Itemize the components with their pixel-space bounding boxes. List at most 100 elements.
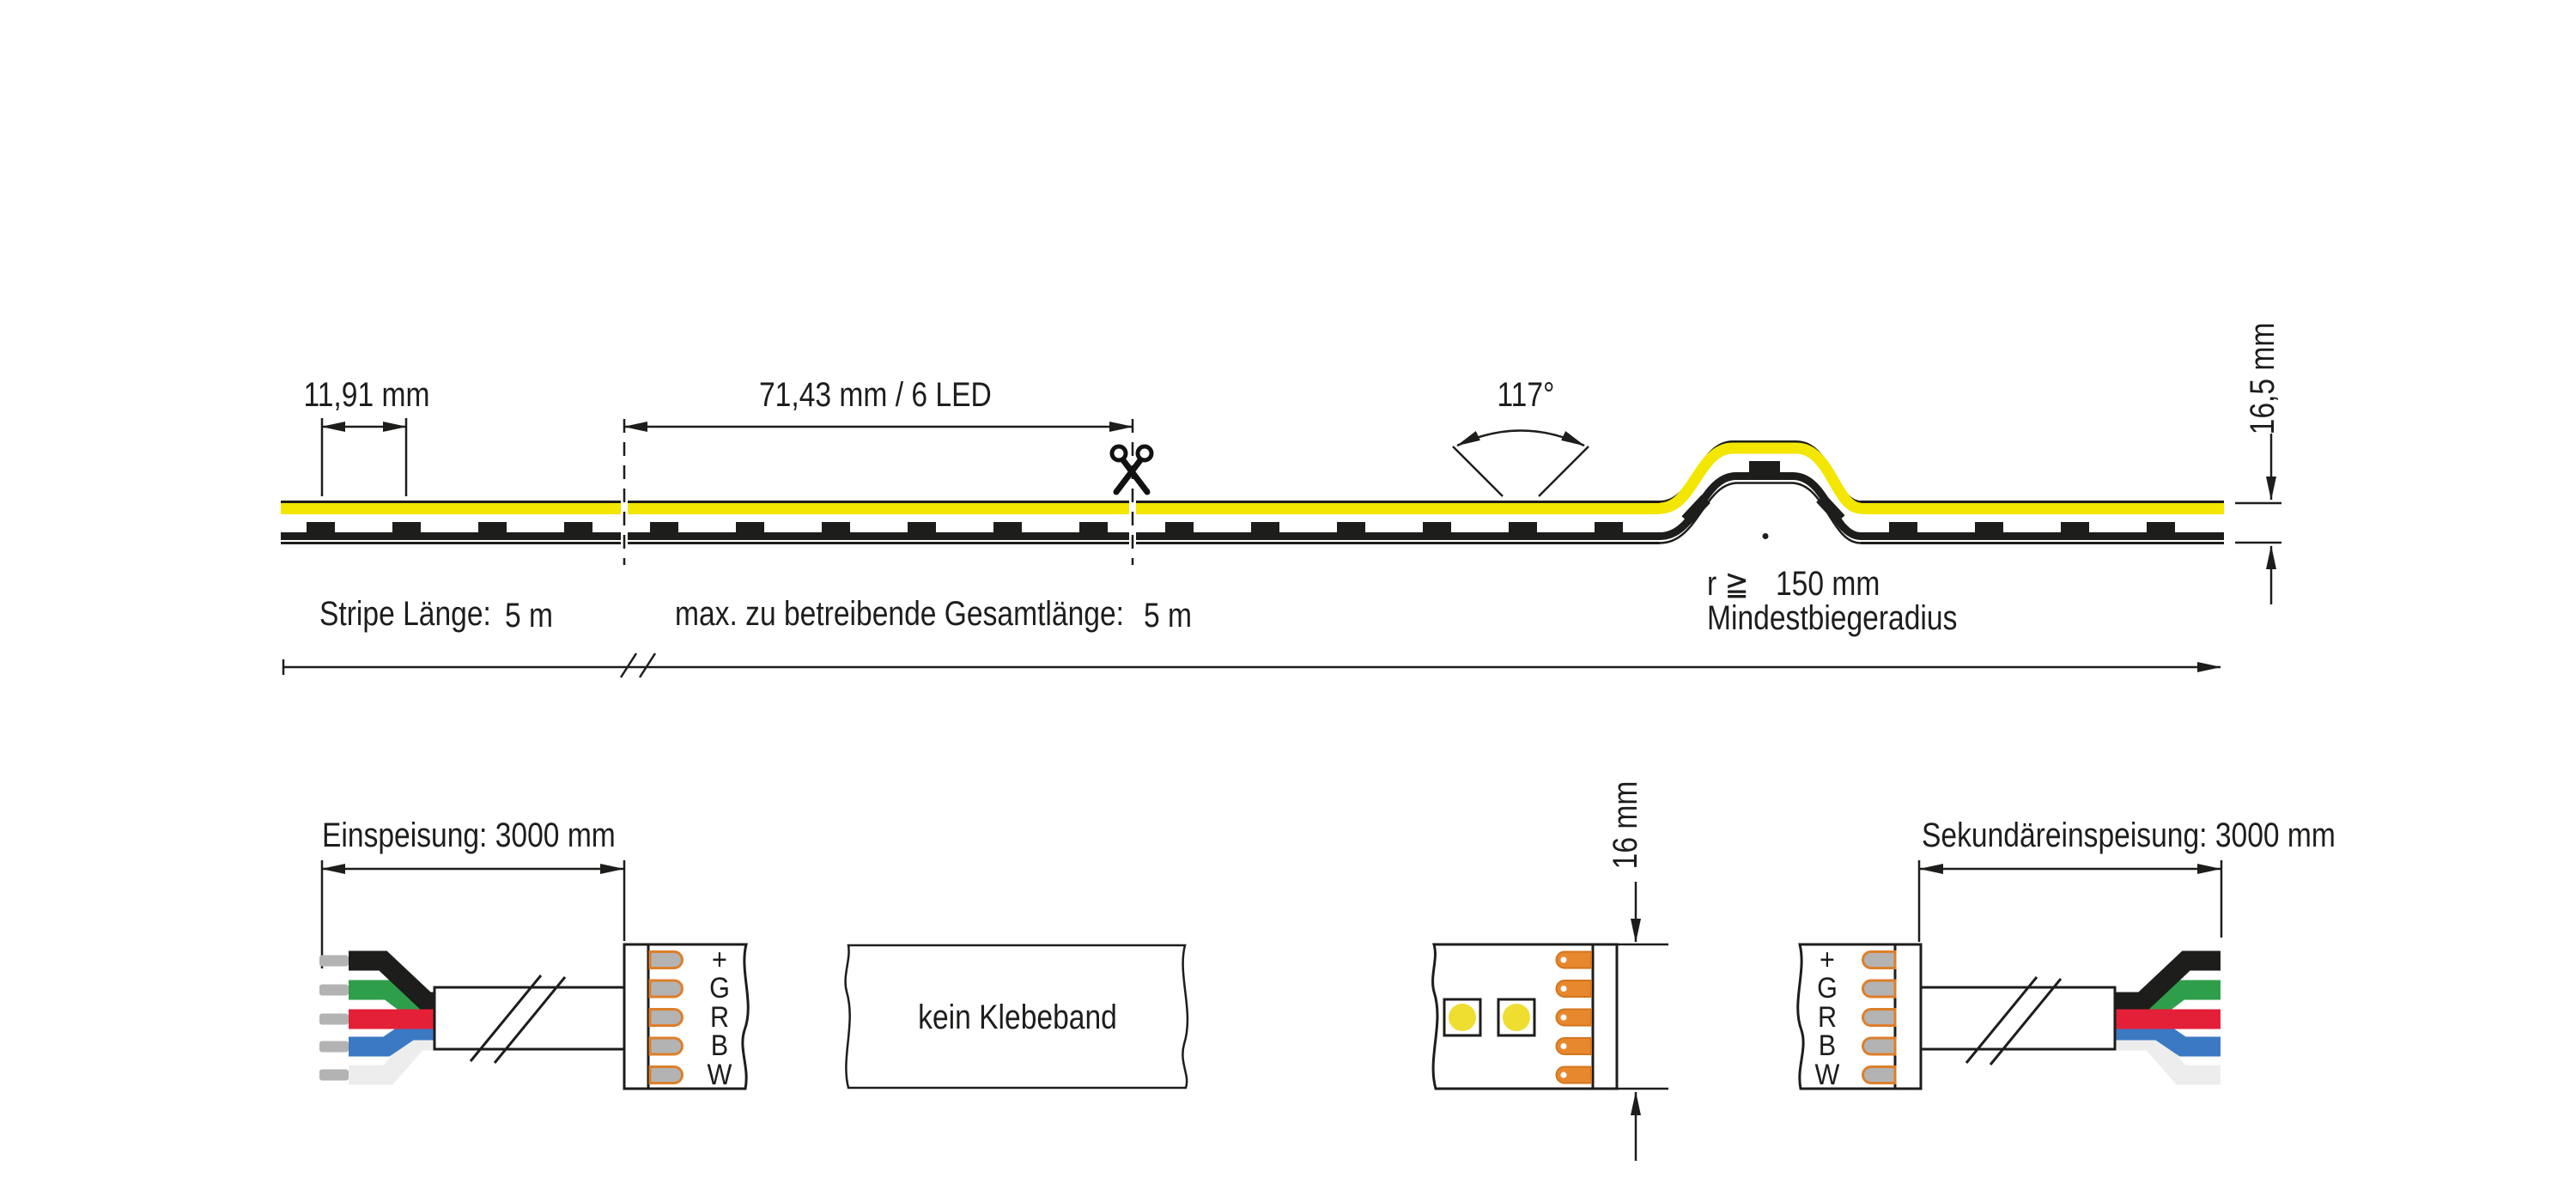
feed-wires — [2112, 950, 2221, 1085]
cable-sheath — [433, 986, 626, 1051]
strip-pcb — [281, 532, 621, 540]
strip-bottom-line — [1861, 542, 2224, 544]
break-slash — [469, 974, 543, 1062]
strip-top-line — [628, 501, 1129, 503]
pin-label-g: G — [709, 972, 730, 1005]
break-slash — [493, 976, 567, 1064]
secondary-feed-dimension — [1917, 860, 2223, 942]
bend-radius-prefix: r ≧ — [1707, 565, 1749, 603]
led-chip — [1337, 522, 1365, 533]
pin-label-b: B — [710, 1029, 729, 1062]
bend-angle-dimension — [1452, 429, 1589, 497]
strip-light-surface — [628, 503, 1129, 514]
led-chip — [1251, 522, 1279, 533]
pin-label-b: B — [1818, 1029, 1837, 1062]
pin-label-r: R — [1817, 1001, 1838, 1034]
pin-label-w: W — [707, 1059, 732, 1091]
strip-height-dimension — [2235, 434, 2281, 604]
pin-label-r: R — [709, 1001, 730, 1034]
led-chip — [1509, 522, 1537, 533]
stripe-length-value: 5 m — [505, 597, 554, 634]
strip-pcb — [1861, 532, 2224, 540]
solder-pad — [1555, 980, 1592, 998]
led-chip — [478, 522, 507, 533]
strip-width-label: 16 mm — [1607, 780, 1644, 870]
strip-light-surface — [281, 503, 621, 514]
cable-sheath — [1919, 986, 2117, 1051]
strip-top-line — [1136, 501, 1660, 503]
solder-pad — [1555, 950, 1592, 969]
strip-light-surface — [1861, 503, 2224, 514]
wire-tip — [319, 955, 349, 967]
led-chip — [993, 522, 1022, 533]
strip-light-surface — [1136, 503, 1660, 514]
led-chip — [736, 522, 764, 533]
connector-pin — [648, 1008, 683, 1027]
secondary-feed-label: Sekundäreinspeisung: 3000 mm — [1922, 817, 2336, 854]
strip-bend-bump — [1659, 440, 1862, 544]
primary-feed-dimension — [320, 860, 626, 968]
strip-pcb — [628, 532, 1129, 540]
wire-tip — [319, 1041, 349, 1053]
wire-stripped-tips — [319, 955, 349, 1081]
strip-bottom-line — [281, 542, 621, 544]
led-chip — [1165, 522, 1194, 533]
wire-tip — [319, 984, 349, 996]
connector-pin — [1862, 1036, 1897, 1056]
solder-pad — [1555, 1065, 1592, 1084]
stripe-length-label: Stripe Länge: — [319, 595, 491, 633]
solder-pad — [1555, 1008, 1592, 1027]
wire-black — [349, 950, 434, 1012]
wire-white — [349, 1030, 434, 1085]
bend-radius-center-dot — [1762, 533, 1769, 539]
primary-feed-connector — [319, 943, 750, 1090]
led-chip — [564, 522, 592, 533]
pin-label-plus: + — [712, 944, 727, 976]
led-chip — [1889, 522, 1917, 533]
connector-pin — [648, 1065, 683, 1084]
led-pitch-label: 11,91 mm — [303, 376, 430, 414]
connector-pin — [1862, 1008, 1897, 1027]
connector-pin — [648, 950, 683, 969]
solder-pad-hole — [1560, 1043, 1567, 1049]
strip-pcb — [1136, 532, 1660, 540]
wire-white — [2112, 1030, 2221, 1085]
solder-pad-hole — [1560, 1071, 1567, 1078]
break-slash — [1989, 978, 2063, 1065]
break-slash — [619, 653, 638, 678]
led-chip — [908, 522, 936, 533]
connector-pins — [1862, 950, 1897, 1084]
led-chip — [307, 522, 335, 533]
bend-radius-caption: Mindestbiegeradius — [1707, 599, 1958, 637]
break-slash — [1965, 976, 2038, 1064]
strip-top-line — [1861, 501, 2224, 503]
max-total-length-value: 5 m — [1144, 597, 1193, 634]
connector-pin — [1862, 979, 1897, 999]
strip-side-view — [281, 440, 2224, 544]
max-total-length-label: max. zu betreibende Gesamtlänge: — [675, 595, 1124, 633]
led-dome — [1449, 1004, 1476, 1031]
scissors-icon — [1109, 444, 1154, 495]
connector-pin — [648, 979, 683, 999]
strip-width-dimension — [1617, 882, 1668, 1161]
cut-length-label: 71,43 mm / 6 LED — [759, 376, 992, 414]
cut-length-dimension — [623, 419, 1134, 565]
no-tape-strip-panel — [844, 944, 1189, 1090]
wire-tip — [319, 1069, 349, 1081]
solder-pads — [1555, 950, 1592, 1084]
break-slash — [638, 653, 657, 678]
feed-wires — [349, 950, 434, 1085]
led-chip — [392, 522, 421, 533]
strip-bottom-line — [1136, 542, 1660, 544]
pin-label-plus: + — [1820, 944, 1835, 976]
strip-top-line — [281, 501, 621, 503]
no-tape-label: kein Klebeband — [918, 999, 1117, 1036]
bend-radius-value: 150 mm — [1776, 565, 1880, 603]
led-chip — [822, 522, 850, 533]
strip-height-label: 16,5 mm — [2244, 322, 2281, 435]
primary-feed-label: Einspeisung: 3000 mm — [322, 817, 616, 854]
led-dome — [1503, 1004, 1530, 1031]
led-chip — [2147, 522, 2175, 533]
